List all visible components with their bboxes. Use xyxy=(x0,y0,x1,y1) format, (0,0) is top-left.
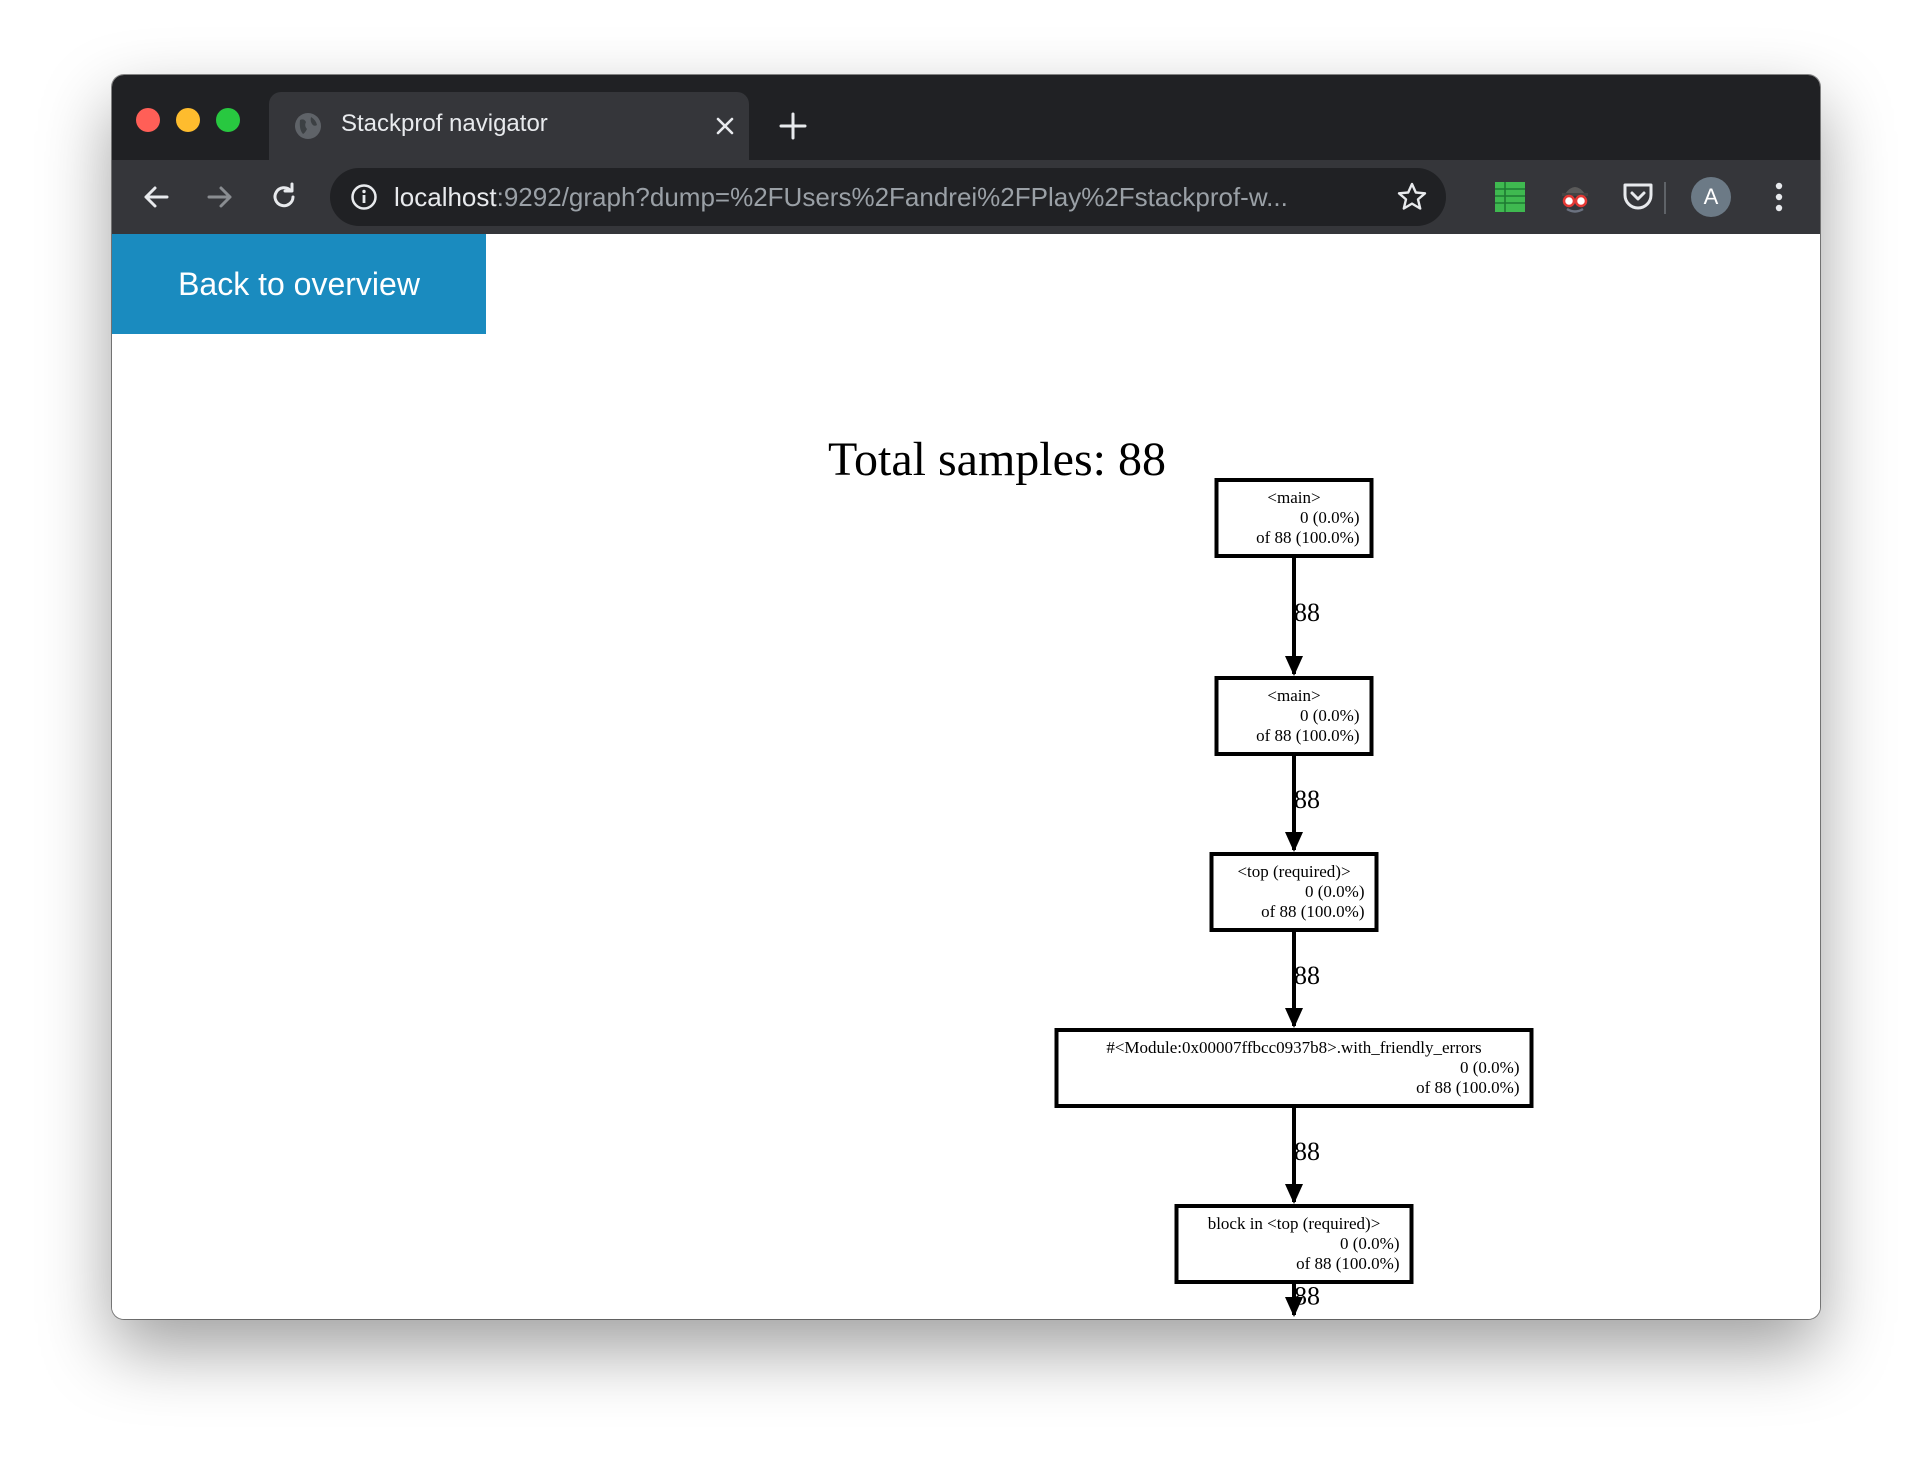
graph-node-self-samples: 0 (0.0%) xyxy=(1300,706,1359,725)
browser-toolbar: localhost:9292/graph?dump=%2FUsers%2Fand… xyxy=(112,160,1820,234)
tab-strip: Stackprof navigator xyxy=(112,75,1820,160)
close-icon[interactable] xyxy=(713,114,737,138)
graph-edge-label: 88 xyxy=(1294,785,1320,814)
graph-node-box xyxy=(1214,676,1374,756)
pocket-icon[interactable] xyxy=(1621,180,1655,214)
graph-node-name: block in <top (required)> xyxy=(1208,1214,1381,1233)
profile-avatar[interactable]: A xyxy=(1691,177,1731,217)
tab-stackprof-navigator[interactable]: Stackprof navigator xyxy=(269,92,749,160)
graph-node-total-samples: of 88 (100.0%) xyxy=(1261,902,1364,921)
graph-node-total-samples: of 88 (100.0%) xyxy=(1416,1078,1519,1097)
spy-extension-icon[interactable] xyxy=(1558,180,1592,214)
spreadsheet-extension-icon[interactable] xyxy=(1493,180,1527,214)
graph-node-total-samples: of 88 (100.0%) xyxy=(1256,528,1359,547)
graph-node: <top (required)>0 (0.0%)of 88 (100.0%) xyxy=(1209,852,1379,932)
url-text[interactable]: localhost:9292/graph?dump=%2FUsers%2Fand… xyxy=(394,182,1374,213)
graph-edge-arrowhead xyxy=(1285,656,1303,676)
graph-node-box xyxy=(1174,1204,1414,1284)
tab-title: Stackprof navigator xyxy=(341,110,548,137)
address-bar[interactable]: localhost:9292/graph?dump=%2FUsers%2Fand… xyxy=(330,168,1446,226)
bookmark-star-icon[interactable] xyxy=(1396,181,1428,213)
graph-node-self-samples: 0 (0.0%) xyxy=(1460,1058,1519,1077)
graph-node-name: <top (required)> xyxy=(1237,862,1350,881)
graph-node-self-samples: 0 (0.0%) xyxy=(1340,1234,1399,1253)
graph-node-total-samples: of 88 (100.0%) xyxy=(1296,1254,1399,1273)
toolbar-separator xyxy=(1664,182,1666,214)
graph-node: <main>0 (0.0%)of 88 (100.0%) xyxy=(1214,478,1374,558)
close-window-button[interactable] xyxy=(136,108,160,132)
graph-node-name: #<Module:0x00007ffbcc0937b8>.with_friend… xyxy=(1106,1038,1481,1057)
zoom-window-button[interactable] xyxy=(216,108,240,132)
plus-icon[interactable] xyxy=(778,111,808,141)
graph-node-name: <main> xyxy=(1267,686,1320,705)
graph-node-name: <main> xyxy=(1267,488,1320,507)
more-menu-icon[interactable] xyxy=(1767,179,1791,215)
graph-node: <main>0 (0.0%)of 88 (100.0%) xyxy=(1214,676,1374,756)
graph-edge-label: 88 xyxy=(1294,598,1320,627)
graph-node-box xyxy=(1214,478,1374,558)
graph-edge-arrowhead xyxy=(1285,1008,1303,1028)
graph-node-total-samples: of 88 (100.0%) xyxy=(1256,726,1359,745)
graph-node-box xyxy=(1054,1028,1534,1108)
graph-edge-label: 88 xyxy=(1294,1137,1320,1166)
url-host: localhost xyxy=(394,182,497,212)
reload-icon[interactable] xyxy=(268,181,300,213)
page-content: Back to overview Total samples: 88 88 88 8… xyxy=(112,234,1820,1319)
graph-edge-arrowhead xyxy=(1285,832,1303,852)
graph-edge-label: 88 xyxy=(1294,961,1320,990)
graph-node: #<Module:0x00007ffbcc0937b8>.with_friend… xyxy=(1054,1028,1534,1108)
globe-icon xyxy=(295,113,321,139)
back-icon[interactable] xyxy=(140,181,172,213)
info-icon[interactable] xyxy=(350,183,378,211)
graph-edge-label: 88 xyxy=(1294,1282,1320,1311)
url-path: :9292/graph?dump=%2FUsers%2Fandrei%2FPla… xyxy=(496,182,1288,212)
graph-node-self-samples: 0 (0.0%) xyxy=(1300,508,1359,527)
back-to-overview-button[interactable]: Back to overview xyxy=(112,234,486,334)
graph-node-self-samples: 0 (0.0%) xyxy=(1305,882,1364,901)
graph-node: block in <top (required)>0 (0.0%)of 88 (… xyxy=(1174,1204,1414,1284)
forward-icon[interactable] xyxy=(204,181,236,213)
browser-window: Stackprof navigator localhost:9292/g xyxy=(112,75,1820,1319)
graph-node-box xyxy=(1209,852,1379,932)
minimize-window-button[interactable] xyxy=(176,108,200,132)
graph-edge-arrowhead xyxy=(1285,1184,1303,1204)
graph-edge-arrowhead xyxy=(1285,1297,1303,1317)
total-samples-label: Total samples: 88 xyxy=(828,433,1166,486)
